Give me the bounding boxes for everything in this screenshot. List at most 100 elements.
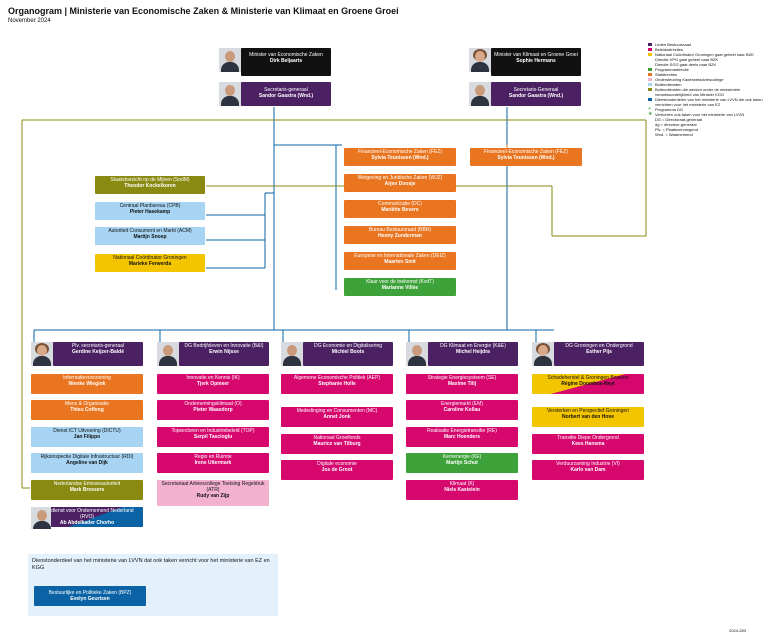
- col3-unit-0-name: Stephanie Holle: [318, 381, 356, 387]
- dg-3-title: DG Klimaat en Energie (K&E): [440, 343, 506, 349]
- legend-swatch: [648, 73, 652, 76]
- col5-unit-3-box: Verduurzaming Industrie (VI)Karlo van Da…: [532, 460, 644, 480]
- legend-label: Wnd. = Waarnemend: [655, 132, 693, 137]
- center-unit-1-title: Wetgeving en Juridische Zaken (WJZ): [357, 175, 443, 181]
- legend-item: Directie VPG gaat geheel naar BZK: [648, 57, 763, 62]
- center-unit-3-box: Bureau Bestuursraad (BBR)Henny Zunderman: [344, 226, 456, 244]
- col2-unit-1-box: Ondernemingsklimaat (O)Pieter Waasdorp: [157, 400, 269, 420]
- col5-unit-2-name: Kees Hansma: [571, 441, 605, 447]
- legend-label: Leden Bestuursraad: [655, 42, 692, 47]
- center-unit-1-box: Wetgeving en Juridische Zaken (WJZ)Arjen…: [344, 174, 456, 192]
- col2-unit-4-box: Secretariaat Adviescollege Toetsing Rege…: [157, 480, 269, 506]
- sg-kgg-title: Secretaris-Generaal: [513, 87, 559, 93]
- col1-unit-1-title: Mens & Organisatie: [65, 401, 109, 407]
- page-date: November 2024: [8, 18, 51, 24]
- col1-unit-2-name: Jan Filippo: [73, 434, 101, 440]
- col2-unit-2-title: Topsectoren en Industriebeleid (TOP): [171, 428, 255, 434]
- center-unit-2-name: Mariëtte Bevers: [381, 207, 419, 213]
- center-unit-2-title: Communicatie (DC): [378, 201, 422, 207]
- col3-unit-2-title: Nationaal Groeifonds: [313, 435, 361, 441]
- col3-unit-1-name: Annet Jonk: [323, 414, 351, 420]
- legend-swatch: [648, 53, 652, 56]
- minister-kgg-box: Minister van Klimaat en Groene Groei Sop…: [491, 48, 581, 76]
- legend-label: Dienstonderdelen van het ministerie van …: [655, 97, 763, 107]
- minister-ez-photo: [219, 48, 241, 72]
- sg-ez-photo: [219, 82, 241, 106]
- legend-item: Leden Bestuursraad: [648, 42, 763, 47]
- minister-ez-title: Minister van Economische Zaken: [249, 52, 323, 58]
- col3-unit-1-title: Mededinging en Consumenten (MC): [296, 408, 378, 414]
- col1-unit-2-box: Dienst ICT Uitvoering (DICTU)Jan Filippo: [31, 427, 143, 447]
- col5-unit-1-name: Norbert van den Hove: [562, 414, 614, 420]
- col3-unit-0-title: Algemene Economische Politiek (AEP): [293, 375, 381, 381]
- fez-kgg-box: Financieel-Economische Zaken (FEZ) Sylvi…: [470, 148, 582, 166]
- legend-label: Beleidsdirecties: [655, 47, 684, 52]
- col5-unit-0-name: Régine Doombos-Neyt: [561, 381, 615, 387]
- col2-unit-2-box: Topsectoren en Industriebeleid (TOP)Serp…: [157, 427, 269, 447]
- fez-kgg-name: Sylvia Teunissen (Wnd.): [497, 155, 555, 161]
- legend-label: Plv. = Plaatsvervangend: [655, 127, 698, 132]
- legend-label: Buitendiensten: [655, 82, 682, 87]
- dg-4-name: Esther Pijs: [586, 349, 612, 355]
- left-unit-1-name: Pieter Hasekamp: [129, 209, 171, 215]
- legend-label: dg = directeur-generaal: [655, 122, 697, 127]
- dg-3-name: Michel Heijdra: [456, 349, 490, 355]
- legend-label: Nationaal Coördinator Groningen gaat geh…: [655, 52, 754, 57]
- legend-swatch: [648, 83, 652, 86]
- minister-ez-box: Minister van Economische Zaken Dirk Belj…: [241, 48, 331, 76]
- dg-1-photo: [157, 342, 179, 366]
- minister-ez-name: Dirk Beljaarts: [269, 58, 303, 64]
- center-unit-1-name: Arjen Doosje: [384, 181, 416, 187]
- left-unit-1-box: Centraal Planbureau (CPB)Pieter Hasekamp: [95, 202, 205, 220]
- col4-unit-2-title: Realisatie Energietransitie (RE): [427, 428, 497, 434]
- footer-code: 2024-283: [729, 628, 746, 633]
- col4-unit-4-title: Klimaat (K): [449, 481, 475, 487]
- center-unit-4-name: Maarten Smit: [384, 259, 416, 265]
- minister-kgg-title: Minister van Klimaat en Groene Groei: [494, 52, 578, 58]
- col2-unit-2-name: Serpil Tascioglu: [193, 434, 233, 440]
- col1-unit-4-title: Nederlandse Emissieautoriteit: [53, 481, 121, 487]
- legend-item: Programmadirectie: [648, 67, 763, 72]
- dg-1-box: DG Bedrijfsleven en Innovatie (B&I)Erwin…: [179, 342, 269, 366]
- sg-kgg-name: Sandor Gaastra (Wnd.): [508, 93, 564, 99]
- center-unit-4-title: Europese en Internationale Zaken (DEIZ): [354, 253, 446, 259]
- col1-unit-0-title: Informatievoorziening: [63, 375, 111, 381]
- lvvn-note-text: Dienstonderdeel van het ministerie van L…: [32, 558, 270, 571]
- col1-unit-4-name: Mark Bressers: [69, 487, 105, 493]
- col1-unit-5-name: Ab Abdelkader Chorho: [59, 520, 115, 526]
- legend-label: Verrichten ook taken voor het ministerie…: [655, 112, 745, 117]
- legend-item: ★Verrichten ook taken voor het ministeri…: [648, 112, 763, 118]
- center-unit-0-box: Financieel-Economische Zaken (FEZ)Sylvia…: [344, 148, 456, 166]
- col5-unit-1-title: Versterken en Perspectief Groningen: [547, 408, 629, 414]
- col5-unit-2-title: Transitie Diepe Ondergrond: [557, 435, 619, 441]
- col2-unit-4-name: Rudy van Zijp: [196, 493, 230, 499]
- legend-item: Buitendiensten: [648, 82, 763, 87]
- col1-unit-2-title: Dienst ICT Uitvoering (DICTU): [53, 428, 121, 434]
- col1-unit-0-name: Nienke Wiegink: [68, 381, 106, 387]
- col2-unit-0-title: Innovatie en Kennis (IK): [186, 375, 240, 381]
- legend-item: Beleidsdirecties: [648, 47, 763, 52]
- col2-unit-0-name: Tjerk Opmeer: [196, 381, 230, 387]
- left-unit-1-title: Centraal Planbureau (CPB): [119, 203, 181, 209]
- sg-ez-title: Secretaris-generaal: [264, 87, 308, 93]
- page-title: Organogram | Ministerie van Economische …: [8, 6, 399, 16]
- left-unit-3-name: Marieke Ferwerda: [128, 261, 172, 267]
- col4-unit-0-title: Strategie Energiesysteem (SE): [427, 375, 497, 381]
- col5-unit-3-name: Karlo van Dam: [570, 467, 606, 473]
- col2-unit-0-box: Innovatie en Kennis (IK)Tjerk Opmeer: [157, 374, 269, 394]
- legend-label: Directie VPG gaat geheel naar BZK: [655, 57, 719, 62]
- col2-unit-1-name: Pieter Waasdorp: [193, 407, 233, 413]
- col4-unit-4-name: Niels Kastelein: [444, 487, 480, 493]
- legend-label: Programmadirectie: [655, 67, 689, 72]
- rvo-photo: [31, 507, 51, 529]
- dg-0-title: Plv. secretaris-generaal: [71, 343, 125, 349]
- legend-item: Directie SGG gaat deels naar BZK: [648, 62, 763, 67]
- legend-swatch: [648, 68, 652, 71]
